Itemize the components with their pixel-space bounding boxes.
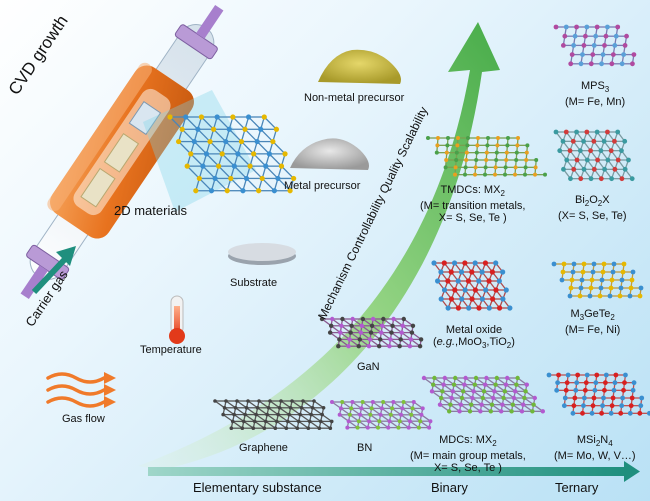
lattice-mdcs: [421, 375, 545, 414]
carrier-gas-arrow: [31, 246, 76, 295]
metal-precursor-label: Metal precursor: [284, 180, 361, 192]
temperature-label: Temperature: [140, 344, 202, 356]
metal-oxide-label: Metal oxide (e.g.,MoO3,TiO2): [433, 324, 515, 351]
substrate-disc: [228, 243, 296, 265]
graphene-label: Graphene: [239, 442, 288, 454]
materials-lattice: [167, 114, 297, 194]
lattice-msi2n4: [546, 372, 650, 416]
bn-label: BN: [357, 442, 373, 454]
axis-label-elementary: Elementary substance: [193, 480, 322, 495]
lattice-gan: [319, 316, 424, 349]
axis-label-binary: Binary: [431, 480, 468, 495]
lattice-metal-oxide: [431, 260, 513, 311]
mdcs-label: MDCs: MX2 (M= main group metals, X= S, S…: [410, 434, 526, 475]
substrate-label: Substrate: [230, 277, 278, 289]
growth-arrow: [138, 22, 500, 470]
axis-label-ternary: Ternary: [555, 480, 599, 495]
non-metal-precursor-label: Non-metal precursor: [304, 92, 405, 104]
lattice-2d-materials: [167, 114, 297, 194]
non-metal-precursor-powder: [318, 49, 401, 84]
metal-precursor-powder: [290, 138, 369, 170]
gas-flow-icon: [46, 372, 116, 408]
gan-label: GaN: [357, 361, 380, 373]
lattice-bi2o2x: [553, 129, 635, 182]
lattice-tmdcs: [426, 136, 547, 177]
gas-flow-label: Gas flow: [62, 413, 105, 425]
mps3-label: MPS3 (M= Fe, Mn): [565, 80, 626, 109]
thermometer-icon: [169, 295, 185, 344]
cvd-furnace: [20, 4, 224, 300]
lattice-mps3: [553, 24, 637, 67]
materials-label: 2D materials: [114, 203, 187, 218]
lattice-m3gete2: [551, 261, 644, 299]
lattice-graphene: [213, 399, 334, 431]
bi2o2x-label: Bi2O2X (X= S, Se, Te): [558, 194, 627, 223]
tmdcs-label: TMDCs: MX2 (M= transition metals, X= S, …: [420, 184, 526, 225]
zoom-beam: [143, 90, 256, 212]
composition-axis-arrow: [148, 461, 640, 482]
msi2n4-label: MSi2N4 (M= Mo, W, V…): [554, 434, 636, 463]
lattice-bn: [330, 400, 433, 430]
m3gete2-label: M3GeTe2 (M= Fe, Ni): [565, 308, 621, 337]
